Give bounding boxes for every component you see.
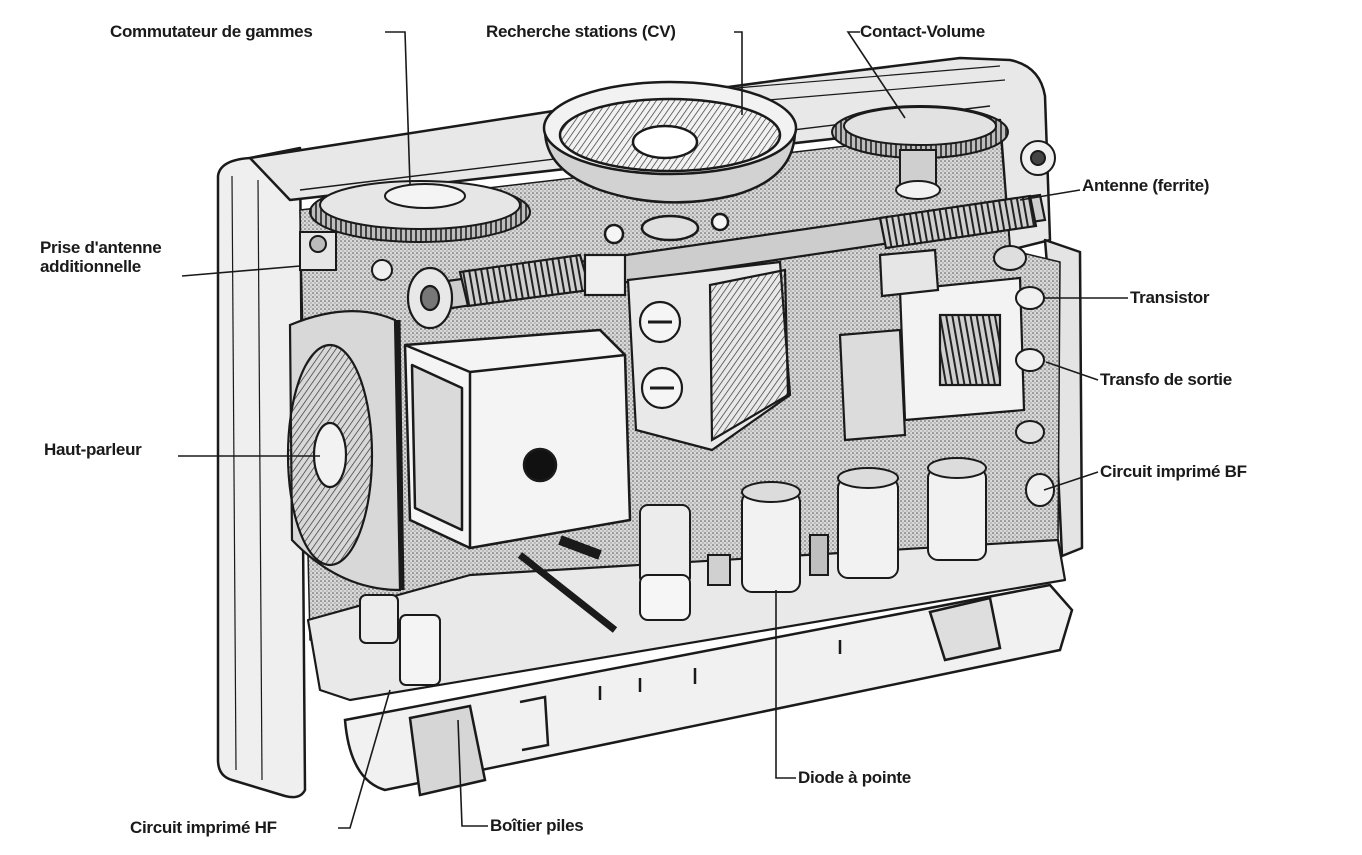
- label-output-transformer: Transfo de sortie: [1100, 370, 1232, 389]
- battery-case: [343, 583, 1074, 797]
- label-aux-antenna: Prise d'antenne additionnelle: [40, 238, 162, 276]
- leader-lines: [178, 31, 1128, 829]
- tuning-dial: [542, 80, 798, 245]
- volume-gear: [831, 105, 1056, 200]
- center-transformer: [626, 260, 792, 452]
- label-tuning: Recherche stations (CV): [486, 22, 676, 41]
- label-speaker: Haut-parleur: [44, 440, 142, 459]
- output-transformer: [838, 248, 1026, 442]
- pcb-components: [359, 457, 987, 686]
- label-ferrite-antenna: Antenne (ferrite): [1082, 176, 1210, 195]
- label-aux-antenna-line2: additionnelle: [40, 257, 141, 276]
- label-hf-circuit: Circuit imprimé HF: [130, 818, 277, 837]
- printed-circuit-board: [306, 535, 1067, 702]
- label-point-diode: Diode à pointe: [798, 768, 911, 787]
- speaker: [286, 310, 405, 592]
- label-transistor: Transistor: [1130, 288, 1210, 307]
- label-aux-antenna-line1: Prise d'antenne: [40, 238, 162, 257]
- label-af-circuit: Circuit imprimé BF: [1100, 462, 1247, 481]
- label-volume: Contact-Volume: [860, 22, 985, 41]
- transistor-group: [993, 245, 1055, 507]
- range-switch-gear: [309, 180, 531, 243]
- ferrite-antenna: [406, 193, 1047, 330]
- label-battery-case: Boîtier piles: [490, 816, 584, 835]
- label-range-switch: Commutateur de gammes: [110, 22, 313, 41]
- if-transformer-block: [403, 328, 632, 550]
- aux-antenna-socket: [299, 231, 393, 281]
